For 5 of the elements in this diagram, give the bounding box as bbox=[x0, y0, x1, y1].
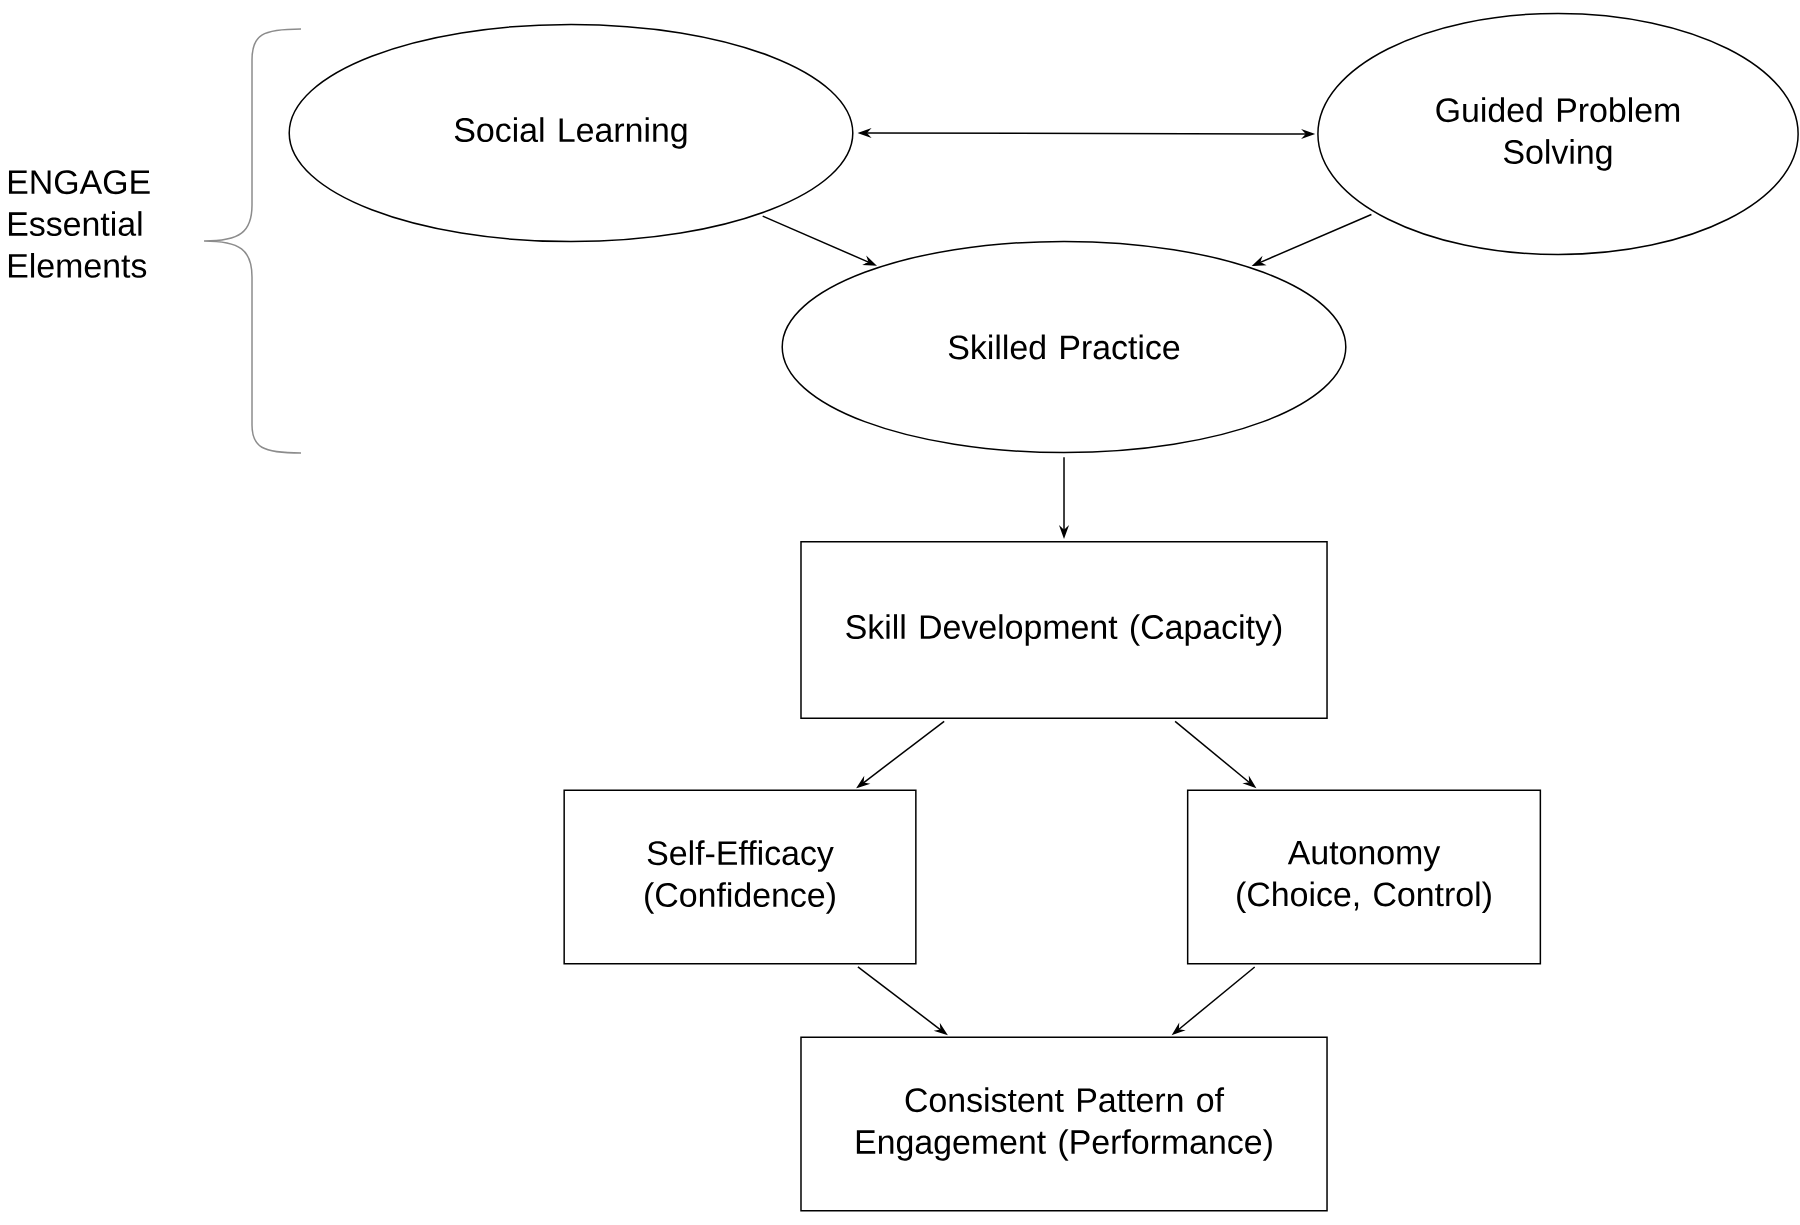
process-box: Autonomy (Choice, Control) bbox=[1186, 789, 1542, 965]
process-box: Self-Efficacy (Confidence) bbox=[563, 789, 917, 965]
process-box: Consistent Pattern of Engagement (Performance) bbox=[800, 1036, 1328, 1212]
side-label: ENGAGE Essential Elements bbox=[9, 170, 150, 278]
process-box: Skill Development (Capacity) bbox=[800, 541, 1328, 719]
